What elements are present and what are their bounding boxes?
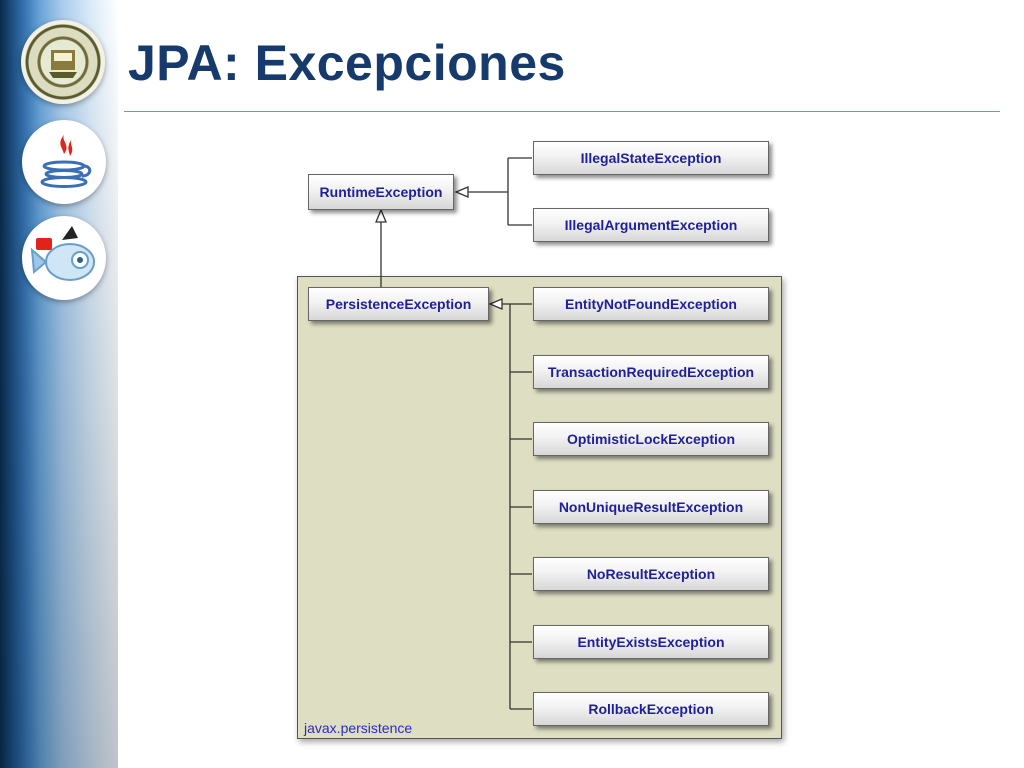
class-non-unique-result-exception: NonUniqueResultException: [533, 490, 769, 524]
package-label: javax.persistence: [304, 720, 413, 736]
glassfish-icon: [22, 216, 106, 300]
class-runtime-exception: RuntimeException: [308, 174, 454, 210]
class-entity-exists-exception: EntityExistsException: [533, 625, 769, 659]
class-illegal-argument-exception: IllegalArgumentException: [533, 208, 769, 242]
class-persistence-exception: PersistenceException: [308, 287, 489, 321]
title-divider: [124, 111, 1000, 112]
side-decorative-bar: [0, 0, 118, 768]
class-no-result-exception: NoResultException: [533, 557, 769, 591]
page-title: JPA: Excepciones: [128, 35, 566, 91]
class-rollback-exception: RollbackException: [533, 692, 769, 726]
class-entity-not-found-exception: EntityNotFoundException: [533, 287, 769, 321]
java-cup-icon: [22, 120, 106, 204]
class-transaction-required-exception: TransactionRequiredException: [533, 355, 769, 389]
class-illegal-state-exception: IllegalStateException: [533, 141, 769, 175]
class-optimistic-lock-exception: OptimisticLockException: [533, 422, 769, 456]
university-seal-icon: [21, 20, 105, 104]
